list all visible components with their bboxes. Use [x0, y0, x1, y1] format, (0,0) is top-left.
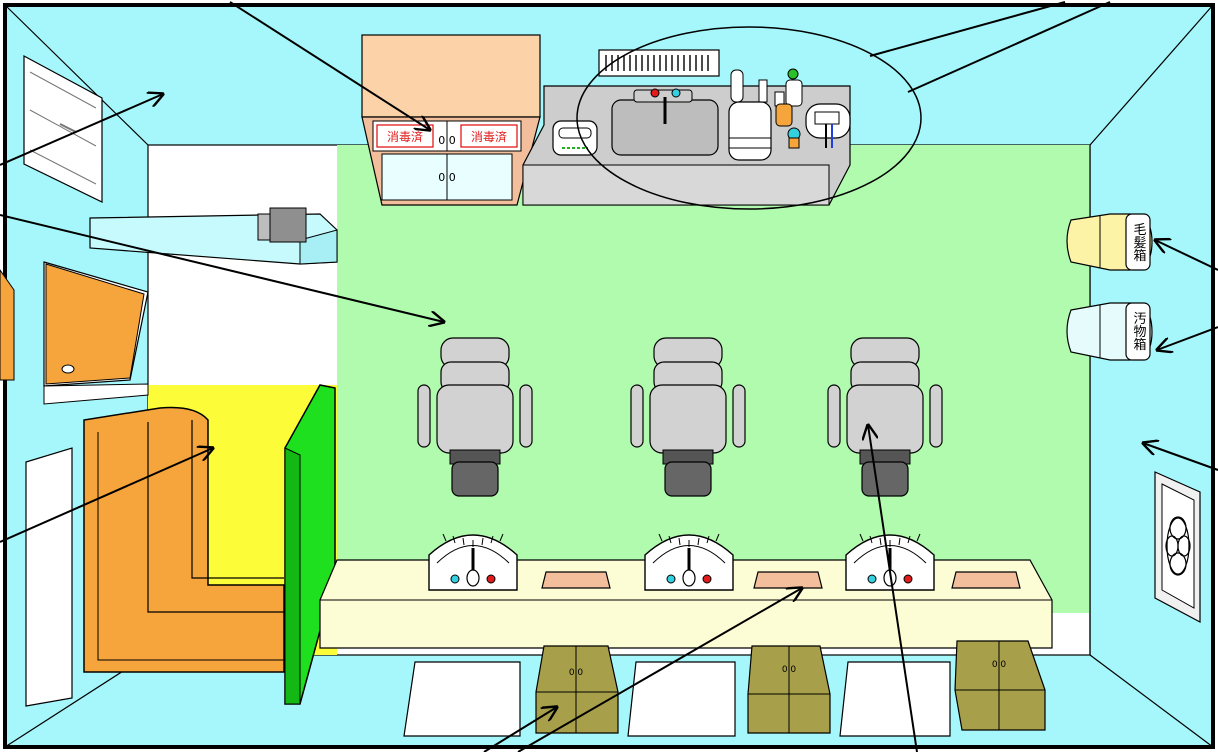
sink-counter — [522, 26, 922, 210]
highlight-ellipse — [576, 26, 922, 210]
salon-chairs — [417, 337, 943, 497]
disinfection-cabinet[interactable]: 消毒済 消毒済 0 0 0 0 — [361, 34, 541, 206]
arrow-icon — [0, 448, 213, 543]
hair-bin-label: 毛髪箱 — [1131, 223, 1147, 262]
towel-tray — [541, 571, 1021, 589]
sink-basin — [611, 88, 719, 156]
chair-icon[interactable] — [417, 337, 533, 497]
cold-tap-icon[interactable] — [671, 88, 681, 98]
waiting-sofa — [83, 406, 285, 673]
svg-text:0 0: 0 0 — [569, 668, 584, 678]
arrow-icon — [0, 94, 163, 166]
floor-mats — [403, 661, 951, 737]
arrow-icon — [1143, 443, 1218, 471]
arrow-icon — [907, 1, 1111, 93]
door[interactable] — [0, 261, 149, 405]
arrow-icon — [868, 425, 918, 753]
arrow-icon — [229, 1, 430, 130]
toiletry-bottles — [728, 68, 851, 161]
faucet-icon[interactable] — [428, 533, 518, 591]
hot-tap-icon[interactable] — [650, 88, 660, 98]
arrow-icon — [0, 214, 444, 322]
waste-bin[interactable]: 汚物箱 — [1066, 302, 1153, 361]
svg-text:0 0: 0 0 — [992, 660, 1007, 670]
drawer-mark-lower: 0 0 — [438, 171, 456, 184]
left-wall-panel — [25, 447, 73, 707]
arrow-icon — [483, 707, 557, 753]
waste-bin-label: 汚物箱 — [1131, 312, 1147, 351]
faucet-icon[interactable] — [644, 533, 734, 591]
chair-icon[interactable] — [630, 337, 746, 497]
arrow-icon — [1155, 240, 1218, 271]
disinfected-label-right: 消毒済 — [471, 129, 507, 144]
disinfected-label-left: 消毒済 — [387, 129, 423, 144]
arrow-icon — [869, 1, 1066, 57]
arrow-icon — [1157, 326, 1218, 350]
wall-shelf — [23, 54, 103, 203]
sterilizer-box — [552, 120, 598, 156]
svg-text:0 0: 0 0 — [782, 665, 797, 675]
fan-icon[interactable] — [1154, 471, 1201, 623]
hair-bin[interactable]: 毛髪箱 — [1066, 213, 1153, 271]
arrow-icon — [517, 588, 802, 753]
drawer-mark-upper: 0 0 — [438, 134, 456, 147]
